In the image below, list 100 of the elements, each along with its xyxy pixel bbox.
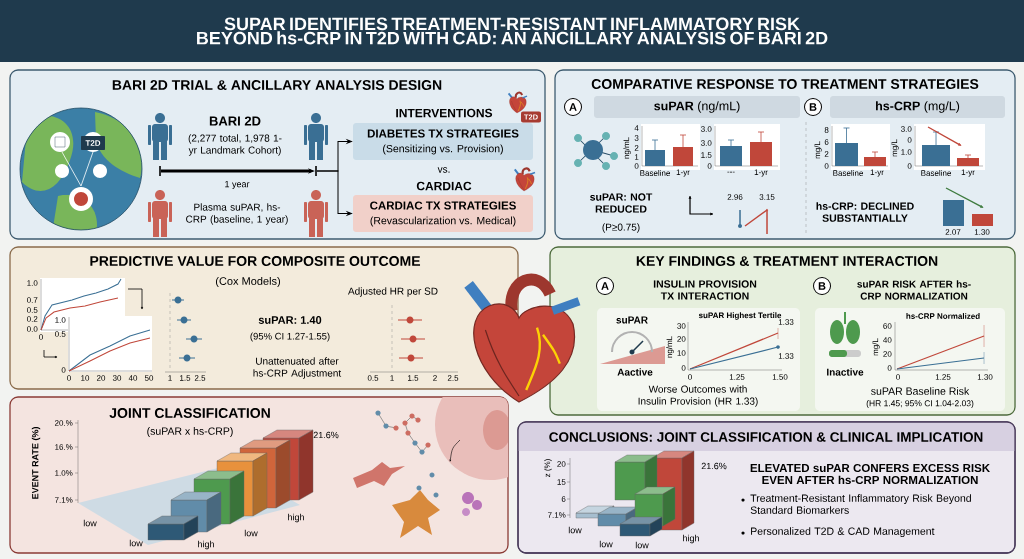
tick-label: 1 (390, 375, 394, 381)
tick-label: 30 (677, 323, 686, 329)
tick-label: 0.7 (27, 297, 38, 303)
category-label: high (198, 540, 214, 550)
tick-label: 1.0 (55, 317, 66, 323)
arrow (316, 170, 352, 216)
tick-label: 0.5 (55, 331, 66, 337)
subheading: suPAR RISK AFTER hs-CRP NORMALIZATION (857, 280, 971, 300)
category-label: 1-yr (676, 169, 690, 177)
value-label: 3.15 (759, 194, 775, 200)
category-label: Baseline (921, 170, 951, 176)
category-label: low (599, 540, 613, 548)
tick-label: 1 (168, 375, 172, 381)
tick-label: 2.5 (447, 375, 459, 381)
chart-title: suPAR Highest Tertile (698, 312, 782, 320)
tick-label: 3 (634, 135, 639, 141)
tick-label: 0 (681, 365, 686, 371)
result-text: suPAR: 1.40 (258, 316, 322, 324)
tick-label: 0.5 (27, 307, 38, 313)
tick-label: 1.30 (977, 374, 993, 380)
tick-label: 20 (677, 336, 686, 342)
axis-label: mg/L (872, 338, 880, 356)
tick-label: 10 (81, 375, 90, 381)
tick-label: 1.25 (729, 374, 745, 380)
tick-label: 15 (557, 479, 566, 485)
tick-label: 0 (67, 375, 71, 381)
tick-label: 2 (433, 375, 437, 381)
value-label: 1.33 (778, 319, 794, 325)
tick-label: 0 (907, 137, 912, 143)
tick-label: 0 (634, 163, 639, 169)
axis-label: mg/L (891, 139, 899, 157)
finding-text: hs-CRP: DECLINED SUBSTANTIALLY (816, 202, 914, 222)
body-text: Plasma suPAR, hs-CRP (baseline, 1 year) (186, 203, 288, 225)
category-label: 1-yr (754, 169, 768, 177)
tick-label: 30 (112, 375, 122, 381)
tick-label: 6 (561, 496, 566, 502)
letter-badge: A (596, 277, 614, 295)
tick-label: 16.% (55, 444, 73, 450)
tick-label: 7.1% (548, 512, 566, 518)
header-bar: hs-CRP (mg/L) (830, 96, 1005, 118)
icon-label: T2D (85, 140, 101, 146)
result-text: Unattenuated after hs-CRP Adjustment (253, 357, 342, 379)
category-label: 1-yr (961, 169, 975, 177)
gauge-label: Aactive (617, 368, 653, 376)
bullet-item: Personalized T2D & CAD Management (741, 527, 935, 537)
tick-label: 0 (887, 365, 892, 371)
category-label: low (83, 519, 97, 527)
tick-label: 3.0 (701, 126, 712, 132)
axis-label: EVENT RATE (%) (31, 427, 41, 499)
heading-text: INTERVENTIONS (396, 108, 493, 118)
tick-label: 0 (907, 163, 912, 169)
status-label: Inactive (827, 368, 864, 376)
tick-label: 40 (883, 337, 892, 343)
heading-text: BARI 2D (209, 116, 261, 126)
tick-label: 1.50 (772, 374, 788, 380)
chart-title: hs-CRP Normalized (906, 313, 980, 319)
value-label: 21.6% (701, 462, 727, 470)
body-text: vs. (437, 167, 450, 173)
value-label: 2.96 (727, 194, 743, 200)
bullet-item: Treatment-Resistant Inflammatory Risk Beyond Standard Biomarkers (741, 494, 971, 514)
letter-badge: B (804, 98, 822, 116)
category-label: low (244, 529, 258, 537)
tick-label: 20 (96, 375, 106, 381)
title-banner: SUPAR IDENTIFIES TREATMENT-RESISTANT INFLAMMATORY RISK BEYOND hs-CRP IN T2D WITH CAD: AN ANCILLARY ANALYSIS OF BARI 2D (0, 0, 1024, 62)
gauge-label: suPAR (616, 316, 648, 324)
value-label: 21.6% (313, 431, 339, 439)
category-label: low (635, 541, 649, 549)
strategy-box: CARDIAC TX STRATEGIES (Revascularization vs. Medical) (353, 195, 533, 232)
tick-label: 1.0% (55, 470, 73, 476)
tick-label: 1.0 (901, 149, 912, 155)
tick-label: 7.1% (54, 497, 73, 503)
result-text: (95% CI 1.27-1.55) (250, 332, 330, 342)
axis-label: ng/mL (623, 137, 631, 159)
category-label: Baseline (833, 170, 863, 176)
tick-label: 0 (824, 163, 829, 169)
subheading: INSULIN PROVISION TX INTERACTION (653, 280, 757, 300)
timeline-tick (159, 166, 161, 176)
tick-label: 20 (883, 351, 892, 357)
tick-label: 3.0 (901, 126, 912, 132)
tick-label: 1 (634, 154, 639, 160)
tick-label: 1.0 (27, 280, 38, 286)
tick-label: 0.5 (367, 375, 379, 381)
tick-label: 8 (824, 127, 829, 133)
body-text: (2,277 total, 1,978 1-yr Landmark Cohort) (188, 134, 282, 156)
strategy-box: DIABETES TX STRATEGIES (Sensitizing vs. Provision) (353, 123, 533, 160)
value-label: 1.33 (778, 353, 794, 359)
category-label: Baseline (640, 170, 670, 176)
finding-text: suPAR: NOT REDUCED (590, 193, 653, 213)
finding-text: (P≥0.75) (602, 223, 640, 233)
tick-label: 0 (896, 374, 900, 380)
tick-label: 0.0 (27, 326, 38, 332)
tick-label: 1.5 (408, 375, 419, 381)
axis-label: ng/mL (666, 336, 674, 358)
tick-label: 1.5 (180, 375, 191, 381)
category-label: low (129, 539, 143, 547)
tick-label: 1.5 (701, 152, 712, 158)
header-bar: suPAR (ng/mL) (594, 96, 800, 118)
category-label: 1-yr (870, 169, 884, 177)
tick-label: 6 (824, 139, 829, 145)
tick-label: 2 (634, 145, 639, 151)
